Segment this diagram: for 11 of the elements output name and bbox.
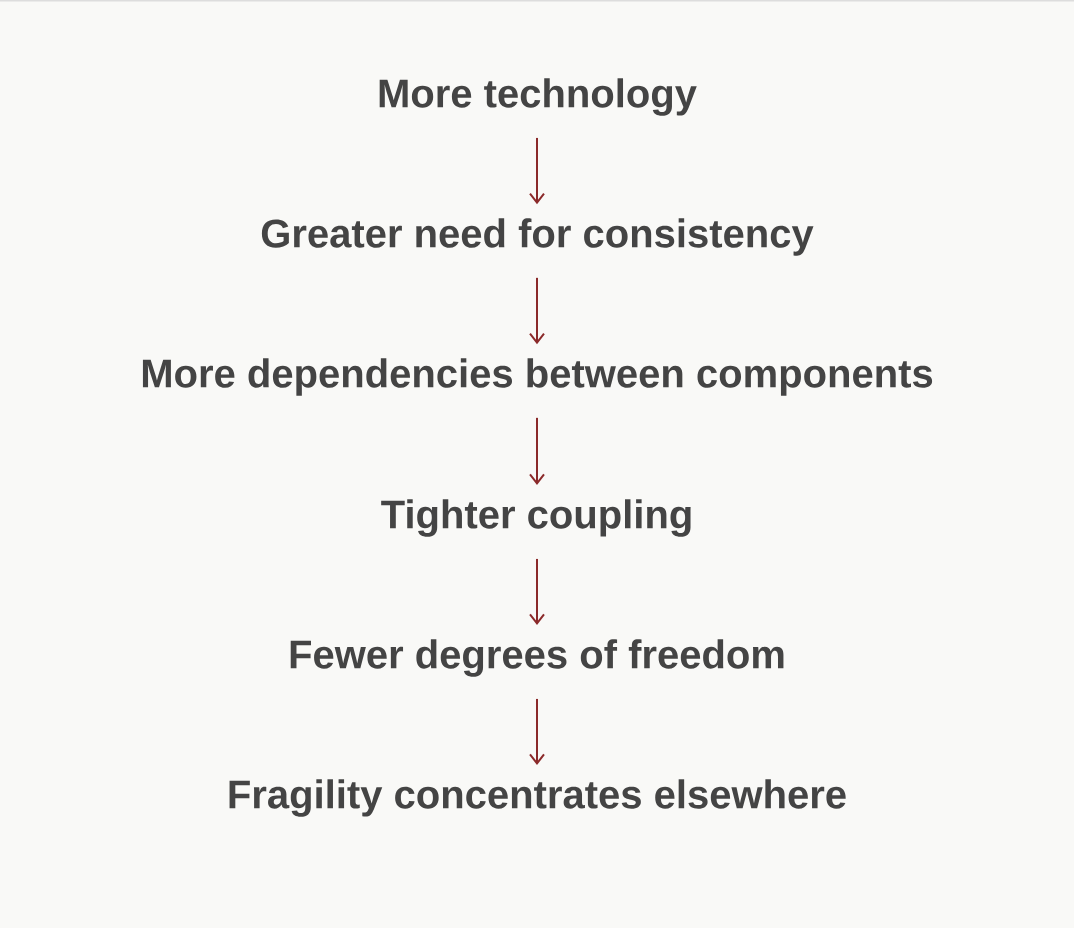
arrow — [529, 557, 545, 626]
step-text: More technology — [379, 78, 697, 116]
arrow — [529, 697, 545, 766]
arrow — [529, 276, 545, 345]
step-text: Greater need for consistency — [261, 218, 814, 256]
step-text: Fewer degrees of freedom — [290, 639, 784, 677]
step-text: Tighter coupling — [381, 499, 691, 537]
arrow — [529, 136, 545, 205]
step-text: Fragility concentrates elsewhere — [229, 779, 846, 817]
arrow — [529, 416, 545, 486]
step-text: More dependencies between components — [142, 358, 933, 396]
